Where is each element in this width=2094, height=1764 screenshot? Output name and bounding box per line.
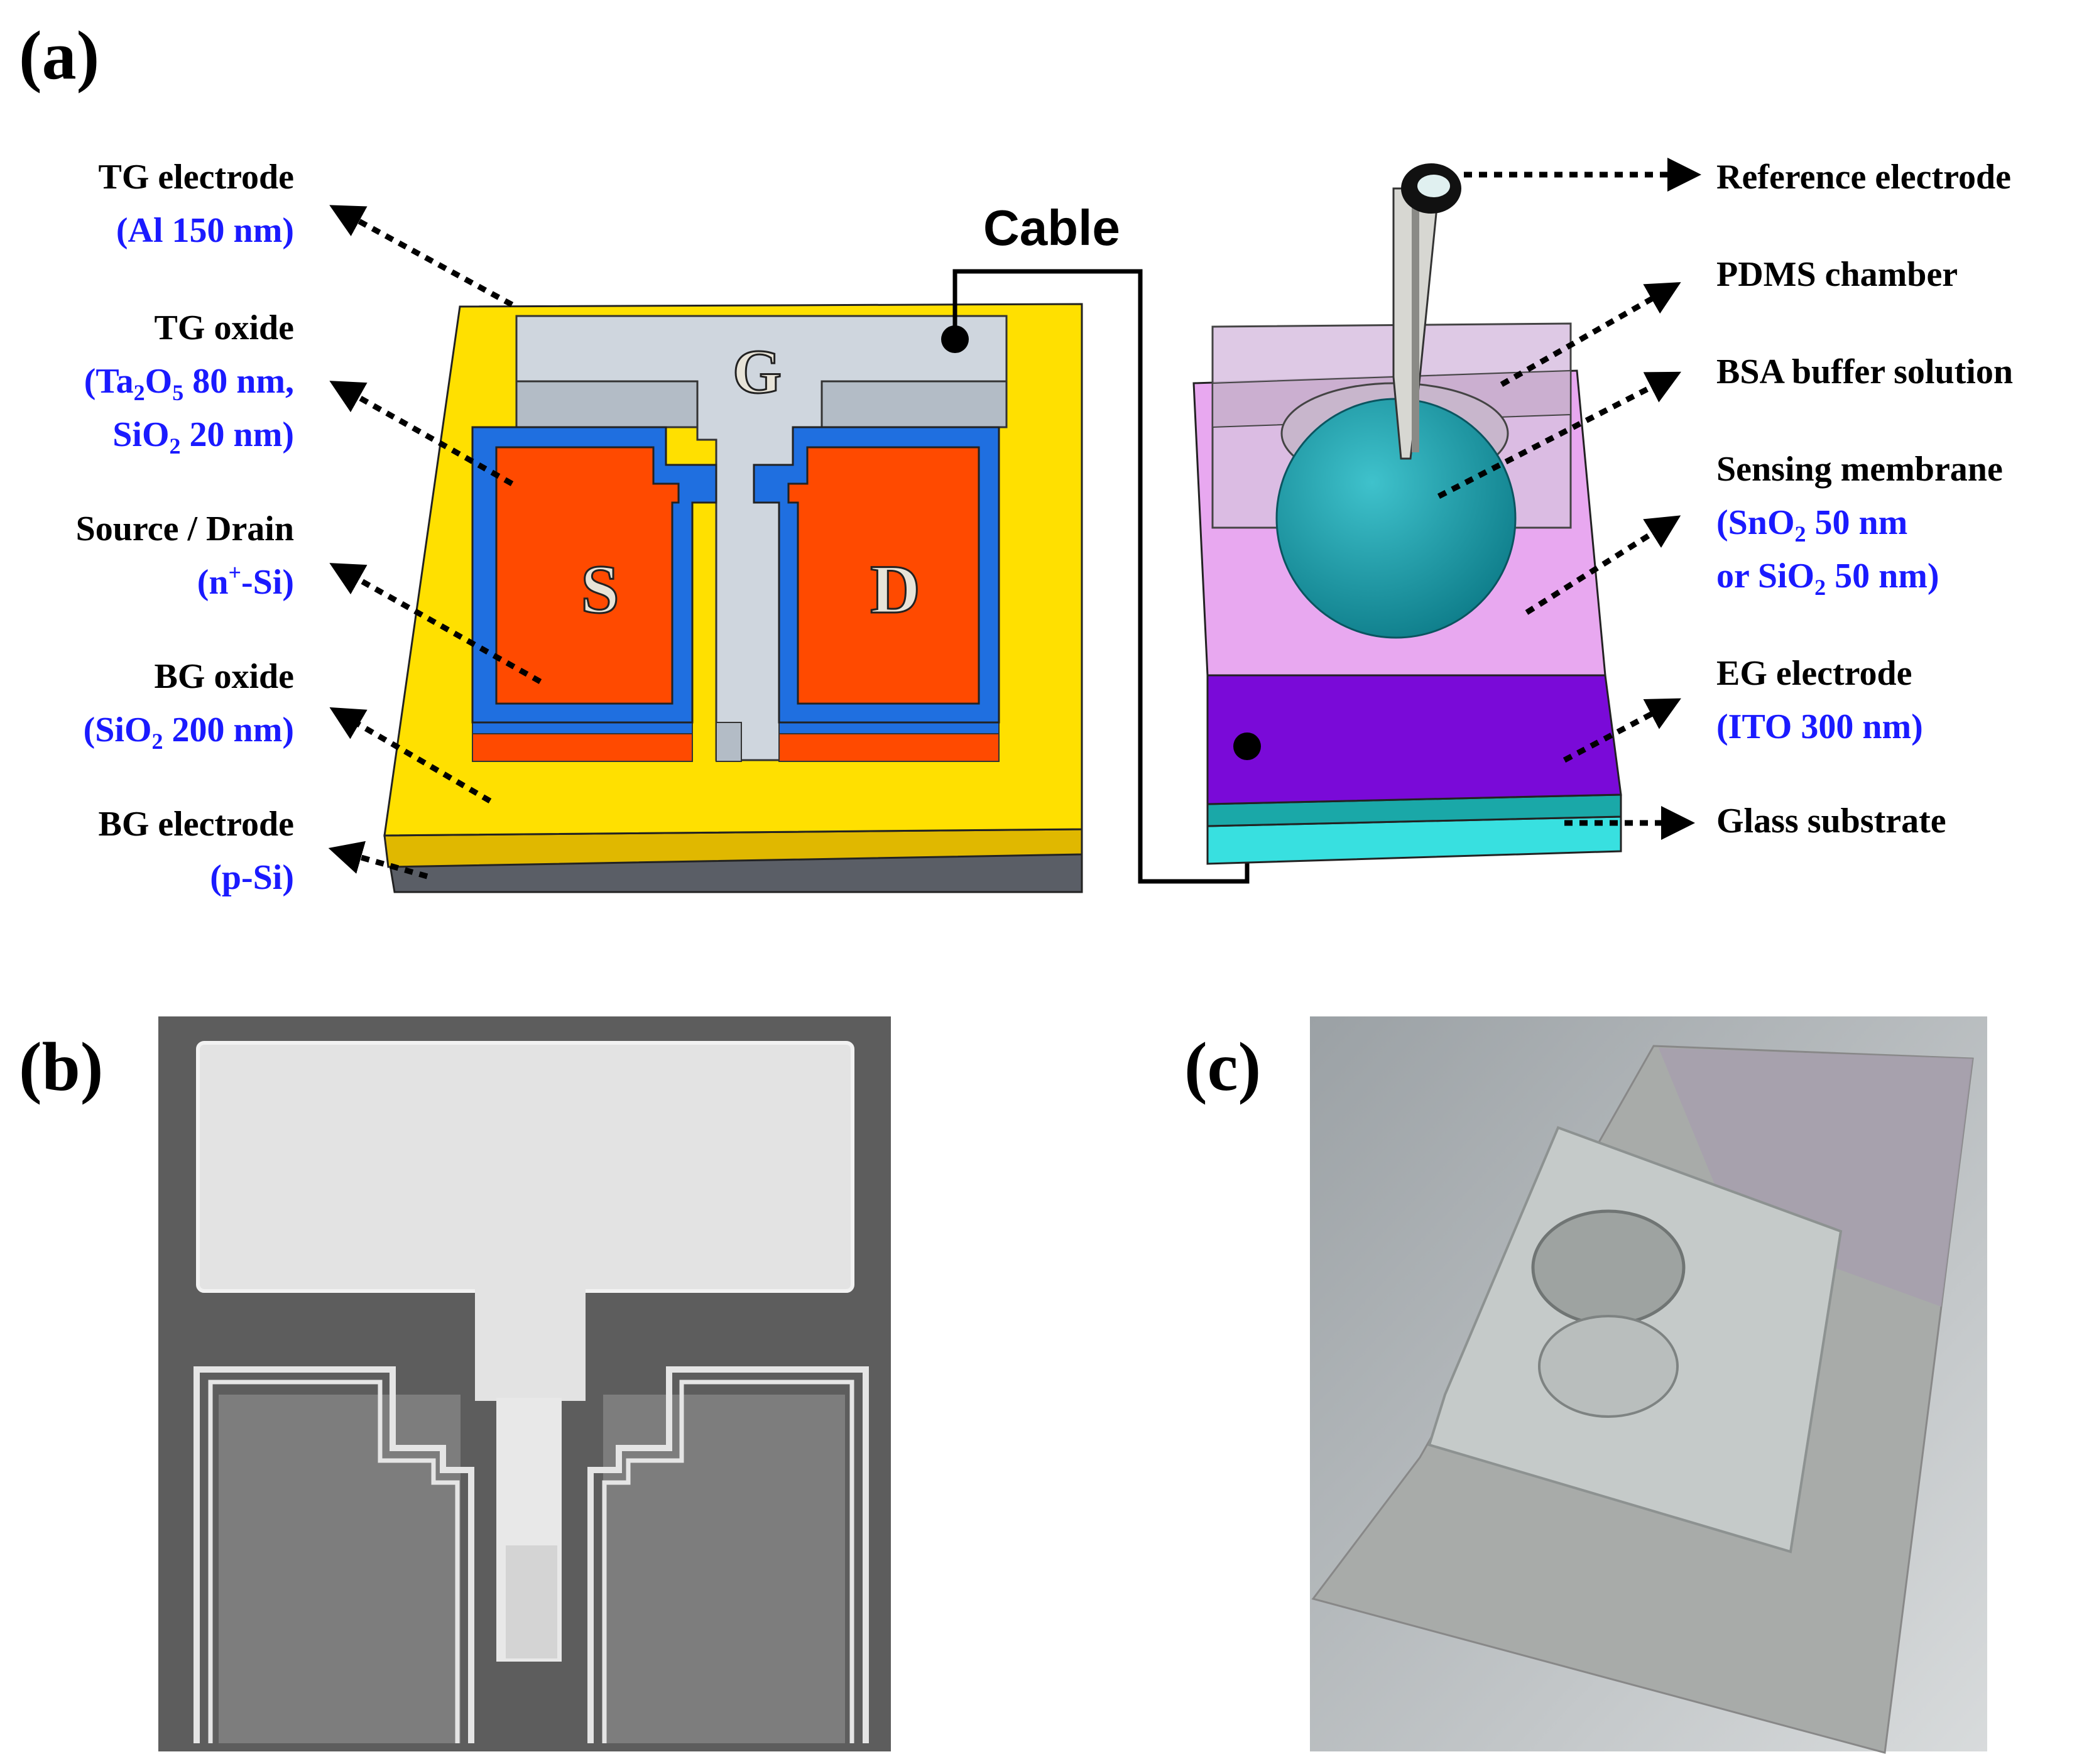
tg-electrode-label: TG electrode [98, 158, 294, 197]
gate-letter: G [733, 337, 782, 406]
ito-electrode [1206, 674, 1622, 805]
sensing-membrane-sub1: (SnO2 50 nm [1716, 503, 1907, 547]
bg-oxide-sub: (SiO2 200 nm) [84, 710, 294, 754]
pdms-chamber-label: PDMS chamber [1716, 255, 1958, 294]
drain-electrode [787, 446, 980, 705]
panel-label-b: (b) [19, 1028, 103, 1105]
micrograph-gate-finger-tip [506, 1545, 557, 1658]
tg-oxide-sub2: SiO2 20 nm) [112, 415, 294, 459]
cable-label: Cable [983, 200, 1120, 256]
cable: Cable [952, 200, 1250, 884]
tg-oxide-sub1: (Ta2O5 80 nm, [84, 362, 294, 405]
source-electrode [495, 446, 680, 705]
sensing-membrane-label: Sensing membrane [1716, 450, 2003, 489]
sensing-membrane-sub2: or SiO2 50 nm) [1716, 557, 1939, 600]
source-letter: S [581, 551, 619, 628]
source-drain-label: Source / Drain [76, 509, 294, 548]
gate-pad-right-side [821, 380, 1008, 428]
tg-electrode-sub: (Al 150 nm) [116, 211, 294, 250]
bg-electrode-label: BG electrode [98, 805, 294, 844]
micrograph-panel [158, 1016, 891, 1751]
panel-label-a: (a) [19, 17, 99, 94]
arrow-eg-electrode [1562, 698, 1681, 763]
arrow-pdms-chamber [1500, 282, 1681, 387]
panel-label-c: (c) [1184, 1028, 1261, 1105]
eg-electrode-label: EG electrode [1716, 654, 1912, 693]
source-block: S [471, 426, 717, 762]
micrograph-source-outline [194, 1366, 474, 1743]
arrow-tg-oxide [329, 381, 514, 486]
photo-pdms-well-bottom [1538, 1315, 1679, 1418]
reference-electrode-core [1412, 188, 1419, 452]
photo-panel [1310, 1016, 1987, 1754]
arrow-tg-electrode [329, 205, 514, 307]
gate-pad-left-side [515, 380, 699, 428]
micrograph-gate-stem [475, 1288, 586, 1401]
reference-electrode-label: Reference electrode [1716, 158, 2011, 197]
gate-finger-tip [716, 722, 742, 762]
micrograph-source [219, 1395, 461, 1743]
glass-substrate-label: Glass substrate [1716, 802, 1946, 841]
tg-oxide-label: TG oxide [155, 308, 294, 347]
right-arrows [1437, 158, 1701, 840]
photo-glass-ito-tint [1659, 1048, 1973, 1307]
left-arrows [328, 205, 542, 879]
eg-sensor [1192, 163, 1622, 865]
micrograph-drain-outline [587, 1366, 869, 1743]
arrow-bg-electrode [328, 841, 428, 879]
arrow-sensing-membrane [1525, 515, 1681, 615]
micrograph-drain-outline-inner [602, 1380, 854, 1743]
micrograph-gate-pad [196, 1041, 854, 1293]
bg-oxide-label: BG oxide [155, 657, 294, 696]
arrow-bsa-solution [1437, 371, 1682, 499]
drain-letter: D [870, 551, 920, 628]
bsa-solution-label: BSA buffer solution [1716, 352, 2013, 391]
photo-pdms-well [1531, 1209, 1686, 1326]
right-label-group: Reference electrode PDMS chamber BSA buf… [1716, 158, 2013, 841]
drain-block: D [753, 426, 1000, 762]
bg-electrode-sub: (p-Si) [210, 858, 294, 897]
left-label-group: TG electrode (Al 150 nm) TG oxide (Ta2O5… [76, 158, 294, 897]
tft-device: G S D [383, 303, 1083, 893]
source-drain-sub: (n+-Si) [197, 560, 294, 602]
eg-electrode-sub: (ITO 300 nm) [1716, 707, 1923, 746]
micrograph-drain [603, 1395, 845, 1743]
micrograph-source-outline-inner [208, 1380, 460, 1743]
bsa-solution [1275, 398, 1517, 639]
reference-electrode-cap-inner [1417, 175, 1450, 197]
ito-cable-contact [1233, 732, 1261, 760]
